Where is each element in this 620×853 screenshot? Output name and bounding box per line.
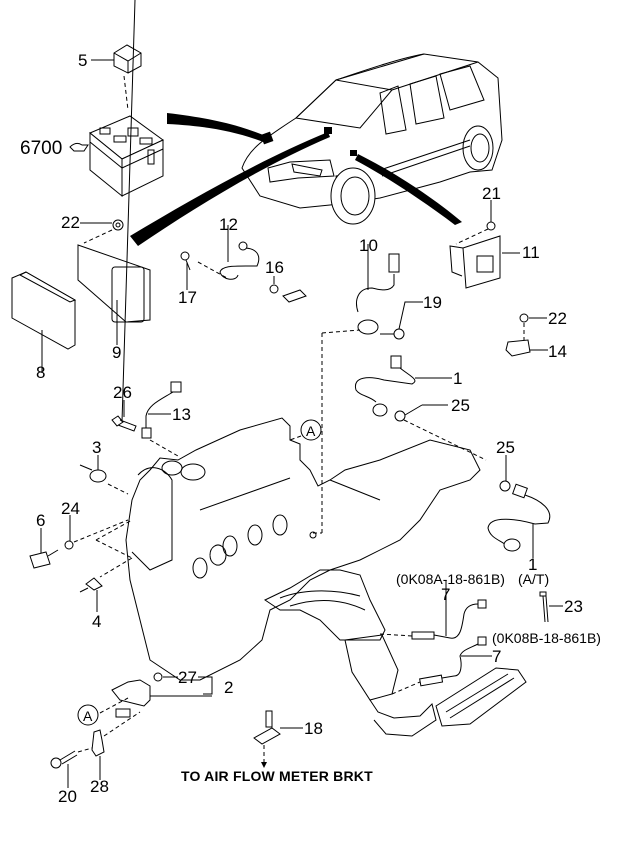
ref-marker-a-upper (289, 419, 322, 441)
sender-3 (79, 455, 129, 495)
part-number-b: (0K08B-18-861B) (492, 630, 601, 646)
callout-7-upper: 7 (441, 585, 451, 604)
callout-11: 11 (522, 243, 540, 262)
callout-27: 27 (178, 668, 197, 687)
junction-box-part (69, 115, 164, 198)
location-pointers (130, 113, 462, 246)
callout-20: 20 (58, 787, 77, 806)
callout-1-at: 1 (528, 555, 538, 574)
callout-22-left: 22 (61, 213, 80, 232)
callout-7-lower: 7 (492, 647, 502, 666)
callout-21: 21 (482, 184, 501, 203)
sensor-1-at (487, 455, 551, 558)
vehicle-illustration (241, 53, 503, 225)
callout-14: 14 (548, 342, 567, 361)
sensor-1-upper (354, 355, 487, 461)
position-sensor-10 (321, 244, 423, 533)
callout-22-right: 22 (548, 309, 567, 328)
callout-25-upper: 25 (451, 396, 470, 415)
temp-sensor-6 (29, 515, 133, 612)
callout-2: 2 (224, 678, 234, 697)
callout-5: 5 (78, 51, 88, 70)
callout-26: 26 (113, 383, 132, 402)
cam-sensor-2 (99, 672, 213, 737)
exhaust-manifold (263, 569, 527, 737)
callout-6: 6 (36, 511, 46, 530)
callout-8: 8 (36, 363, 46, 382)
callout-18: 18 (304, 719, 323, 738)
callout-1-upper: 1 (453, 369, 463, 388)
knock-sensor-13 (111, 0, 182, 457)
callout-6700: 6700 (20, 138, 63, 159)
oxygen-sensor-upper (411, 580, 487, 640)
callout-4: 4 (92, 612, 102, 631)
sensor-14 (505, 313, 548, 357)
at-annotation: (A/T) (518, 571, 550, 587)
callout-28: 28 (90, 777, 109, 796)
control-unit-11 (449, 200, 520, 289)
callout-12: 12 (219, 215, 238, 234)
ref-marker-a-lower-label: A (83, 708, 93, 724)
bracket-18 (253, 710, 303, 768)
engine-block (125, 417, 481, 681)
callout-17: 17 (178, 288, 197, 307)
oxygen-sensor-lower (419, 636, 492, 687)
ref-marker-a-upper-label: A (306, 423, 316, 439)
callout-13: 13 (172, 405, 191, 424)
bolt-23 (539, 591, 563, 623)
air-flow-meter-note: TO AIR FLOW METER BRKT (181, 768, 373, 784)
relay-part (91, 44, 142, 111)
callout-16: 16 (265, 258, 284, 277)
callout-19: 19 (423, 293, 442, 312)
callout-23: 23 (564, 597, 583, 616)
callout-3: 3 (92, 438, 102, 457)
callout-10: 10 (359, 236, 378, 255)
callout-24: 24 (61, 499, 80, 518)
harness-bolt-bracket (180, 225, 307, 303)
bolt-20-clip-28 (50, 729, 105, 788)
ecm-assembly (11, 219, 151, 373)
part-number-a: (0K08A-18-861B) (396, 571, 505, 587)
callout-9: 9 (112, 343, 122, 362)
callout-25-lower: 25 (496, 438, 515, 457)
ref-marker-a-lower (77, 704, 99, 726)
